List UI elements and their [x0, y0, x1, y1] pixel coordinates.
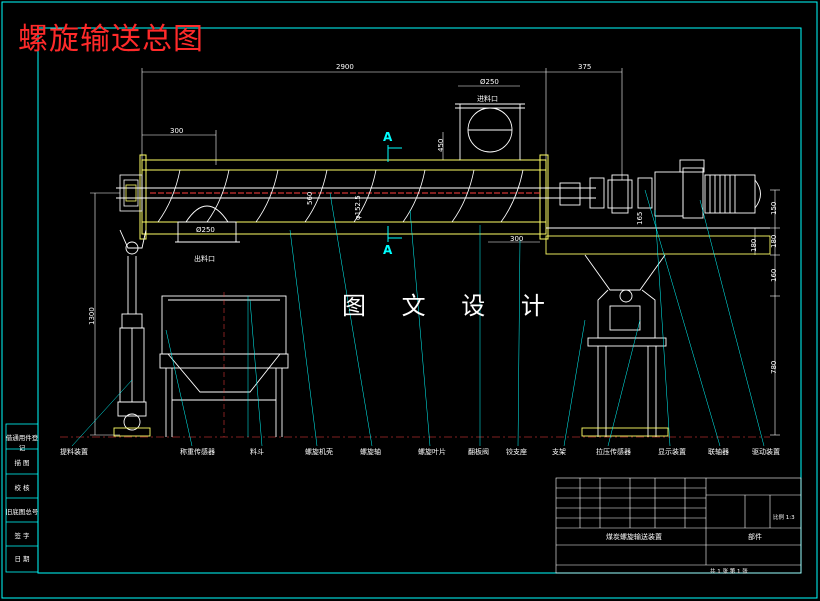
dim-inlet-diameter: Ø250	[480, 78, 499, 86]
dim-right-180: 180	[770, 234, 778, 248]
dim-left-1300: 1300	[88, 307, 96, 325]
leader-line	[517, 239, 521, 447]
screw-flight	[451, 169, 475, 223]
left-column-label: 签 字	[14, 532, 30, 540]
dim-right-180b: 180	[750, 238, 758, 252]
dim-support-width: 300	[510, 235, 524, 243]
leader-line	[165, 329, 193, 447]
leader-line	[563, 319, 586, 447]
watermark: 图 文 设 计	[342, 292, 559, 320]
drive-unit	[545, 159, 771, 255]
dim-right-780: 780	[770, 360, 778, 374]
dim-right-150: 150	[770, 201, 778, 215]
callout-label: 翻板阀	[468, 448, 489, 456]
left-column-label: 日 期	[14, 555, 30, 563]
leader-line	[289, 229, 318, 447]
callout-label: 拉压传感器	[596, 448, 631, 456]
callout-label: 支架	[552, 448, 566, 456]
inner-frame	[37, 27, 802, 574]
callout-leaders	[71, 189, 765, 447]
leader-line	[249, 299, 263, 447]
left-column-label: 借通用件登记	[5, 434, 39, 452]
leader-line	[644, 189, 721, 447]
title-block-sheet: 共 1 张 第 1 张	[710, 569, 748, 575]
leader-line	[699, 199, 765, 447]
callout-label: 称重传感器	[180, 448, 215, 456]
callout-label: 料斗	[250, 448, 264, 456]
dim-outlet-diameter: Ø250	[196, 226, 215, 234]
left-column-label: 描 图	[14, 459, 30, 467]
section-marker-top: A	[383, 130, 393, 144]
title-block	[555, 477, 802, 574]
section-cut-lines	[387, 145, 402, 242]
leader-line	[607, 319, 641, 447]
outlet-chute	[175, 205, 240, 243]
screw-flights	[157, 169, 524, 223]
outlet-label: 出料口	[194, 255, 215, 263]
screw-flight	[500, 169, 524, 223]
screw-flight	[353, 169, 377, 223]
callout-label: 显示装置	[658, 448, 686, 456]
callout-label: 螺旋机壳	[305, 448, 333, 456]
dim-v3: 165	[636, 211, 644, 225]
title-block-type: 部件	[748, 533, 762, 541]
callout-label: 联轴器	[708, 448, 729, 456]
callout-label: 驱动装置	[752, 448, 780, 456]
left-column-label: 旧底图总号	[5, 508, 39, 516]
leader-line	[329, 192, 373, 447]
leader-line	[409, 209, 431, 447]
dim-right-160: 160	[770, 268, 778, 282]
callout-label: 铰支座	[506, 448, 527, 456]
left-end-bearing	[119, 174, 143, 212]
callout-label: 螺旋叶片	[418, 448, 446, 456]
callout-label: 螺旋轴	[360, 448, 381, 456]
section-marker-bottom: A	[383, 243, 393, 257]
screw-flight	[206, 169, 230, 223]
dim-drive: 375	[578, 63, 592, 71]
screw-flight	[402, 169, 426, 223]
title-block-scale: 比例 1:3	[773, 515, 795, 521]
dim-v2: φ152.5	[354, 195, 362, 220]
callout-label: 提料装置	[60, 448, 88, 456]
drawing-title: 螺旋输送总图	[18, 22, 204, 57]
inlet-label: 进料口	[477, 95, 498, 103]
dim-left-offset: 300	[170, 127, 184, 135]
title-block-name: 煤炭螺旋输送装置	[606, 533, 662, 541]
left-registration-column	[5, 423, 39, 573]
leader-line	[654, 209, 671, 447]
leader-line	[71, 379, 133, 447]
right-support-stand	[581, 254, 669, 437]
left-column-label: 校 核	[14, 484, 30, 492]
dim-v1: 560	[306, 191, 314, 205]
screw-flight	[255, 169, 279, 223]
screw-flight	[304, 169, 328, 223]
screw-flight	[157, 169, 181, 223]
lifting-device	[113, 229, 151, 437]
dim-inlet-height: 450	[437, 138, 445, 152]
dim-overall: 2900	[336, 63, 354, 71]
inlet-chute	[455, 103, 525, 161]
weighing-hopper	[159, 292, 289, 437]
dimension-lines	[90, 68, 780, 436]
